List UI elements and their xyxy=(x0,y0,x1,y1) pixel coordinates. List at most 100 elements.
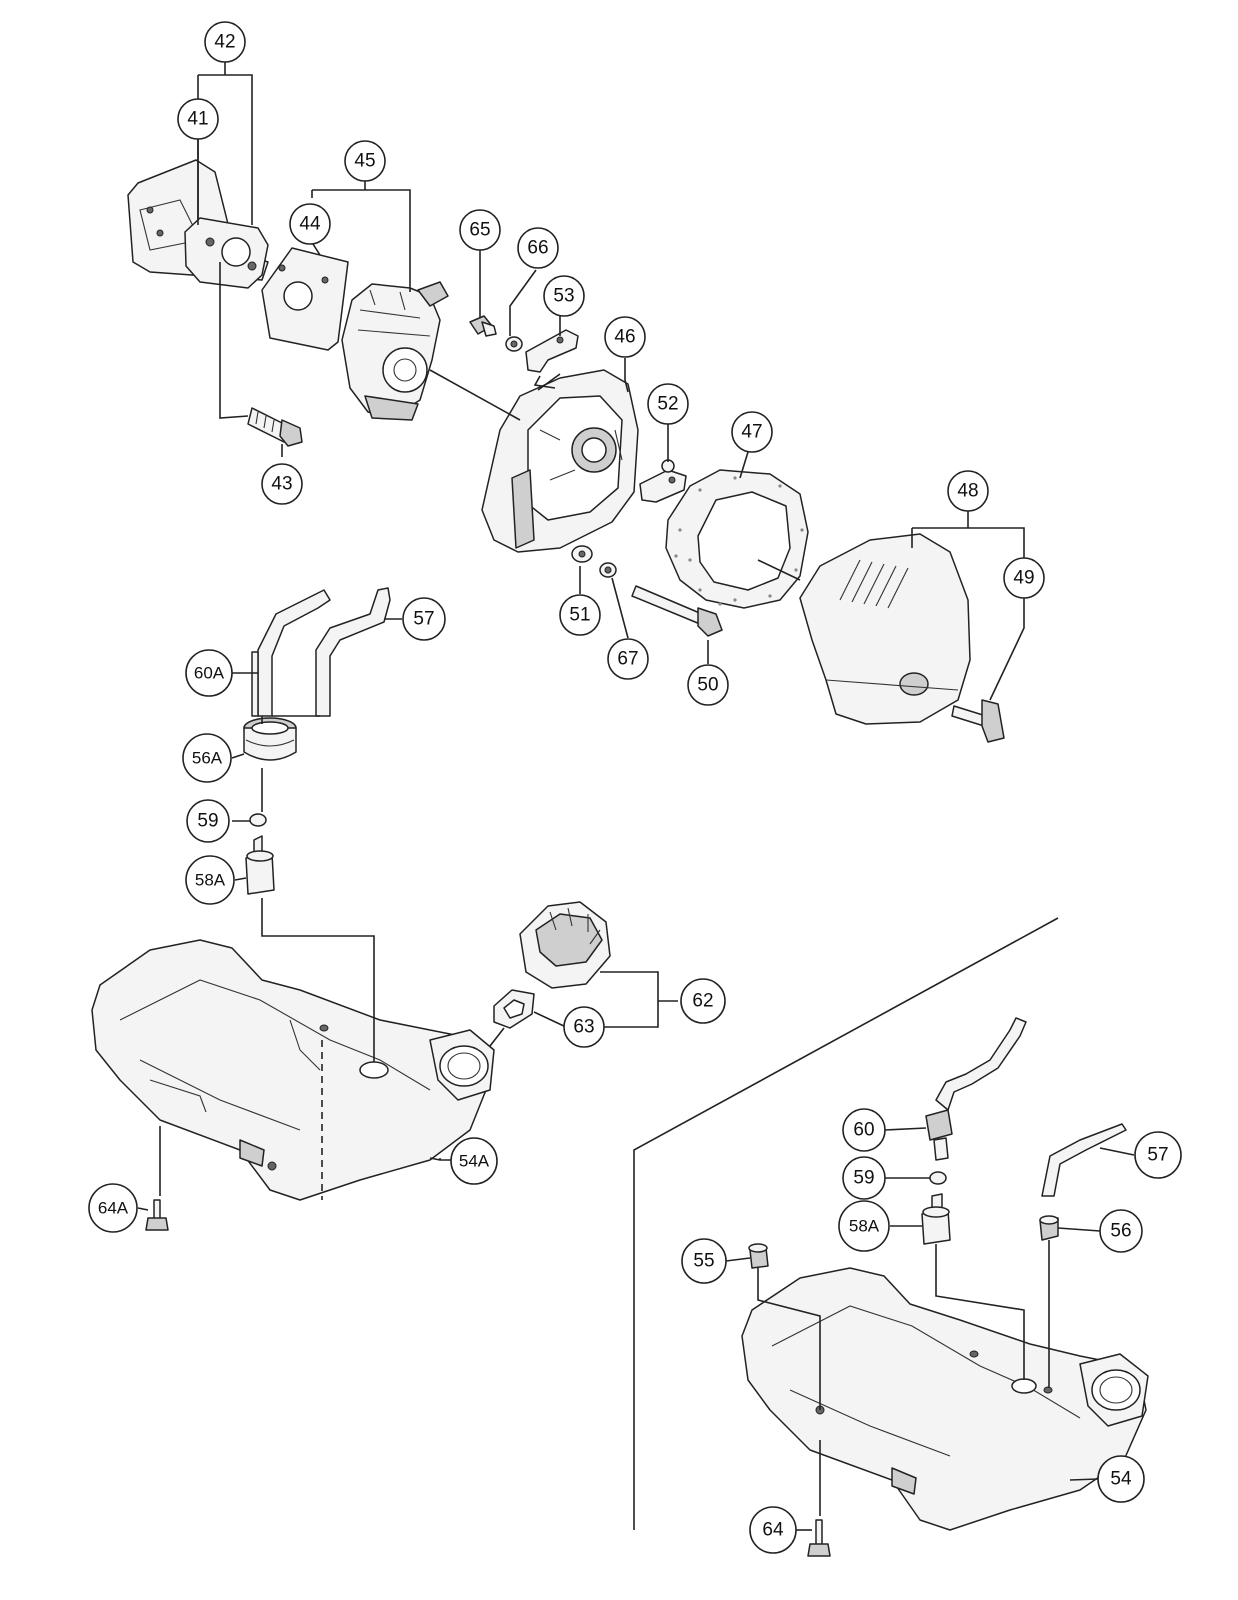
callout-60A: 60A xyxy=(185,649,233,697)
callout-56A: 56A xyxy=(182,733,232,783)
svg-text:44: 44 xyxy=(299,214,321,235)
svg-text:66: 66 xyxy=(527,238,548,259)
svg-text:56A: 56A xyxy=(192,749,223,768)
svg-text:60A: 60A xyxy=(194,664,225,683)
cover-knob-bolt-part xyxy=(951,699,1005,743)
callout-50: 50 xyxy=(687,664,729,706)
carburetor-part xyxy=(341,281,449,421)
svg-text:58A: 58A xyxy=(195,871,226,890)
callout-41: 41 xyxy=(177,98,219,140)
svg-text:59: 59 xyxy=(853,1168,874,1189)
callout-53: 53 xyxy=(543,275,585,317)
svg-text:59: 59 xyxy=(197,811,218,832)
svg-text:43: 43 xyxy=(271,474,292,495)
svg-text:47: 47 xyxy=(741,422,762,443)
fuel-hose-57-left-part xyxy=(315,587,391,717)
callout-42: 42 xyxy=(204,21,246,63)
tank-bolt-64-part xyxy=(807,1519,831,1557)
washer-66-part xyxy=(505,336,523,352)
callout-65: 65 xyxy=(459,209,501,251)
callout-54A: 54A xyxy=(450,1137,498,1185)
svg-text:67: 67 xyxy=(617,649,638,670)
svg-text:60: 60 xyxy=(853,1120,874,1141)
callout-58A-right: 58A xyxy=(838,1200,890,1252)
svg-text:54A: 54A xyxy=(459,1152,490,1171)
callout-48: 48 xyxy=(947,470,989,512)
svg-text:42: 42 xyxy=(214,32,235,53)
grommet-56-part xyxy=(1039,1215,1059,1241)
callout-64: 64 xyxy=(749,1506,797,1554)
leader-lines-top xyxy=(197,62,1025,701)
fuel-hose-57-right-part xyxy=(1041,1123,1127,1197)
svg-text:62: 62 xyxy=(692,991,713,1012)
svg-text:58A: 58A xyxy=(849,1217,880,1236)
svg-text:50: 50 xyxy=(697,675,718,696)
callout-57-right: 57 xyxy=(1134,1131,1182,1179)
nut-67-part xyxy=(599,562,617,578)
svg-text:51: 51 xyxy=(569,605,590,626)
svg-text:64A: 64A xyxy=(98,1199,129,1218)
callout-64A: 64A xyxy=(88,1183,138,1233)
leader-lines-right xyxy=(725,1127,1135,1531)
callout-46: 46 xyxy=(604,316,646,358)
washer-51-part xyxy=(571,545,593,563)
fuel-filter-58A-part xyxy=(245,835,275,895)
svg-text:48: 48 xyxy=(957,481,978,502)
svg-text:63: 63 xyxy=(573,1017,594,1038)
alternate-assembly-divider xyxy=(633,917,1059,1530)
svg-text:57: 57 xyxy=(413,609,434,630)
svg-text:49: 49 xyxy=(1013,568,1034,589)
intake-bolt-part xyxy=(247,407,303,447)
callout-49: 49 xyxy=(1003,557,1045,599)
callout-51: 51 xyxy=(559,594,601,636)
svg-text:52: 52 xyxy=(657,394,678,415)
air-cleaner-cover-part xyxy=(799,533,971,725)
callout-45: 45 xyxy=(344,140,386,182)
hose-clip-59A-part xyxy=(249,813,267,827)
callout-59-left: 59 xyxy=(186,799,230,843)
callout-66: 66 xyxy=(517,227,559,269)
callout-56: 56 xyxy=(1099,1209,1143,1253)
tank-bolt-64A-part xyxy=(145,1199,169,1231)
svg-text:65: 65 xyxy=(469,220,490,241)
grommet-56A-part xyxy=(243,717,297,761)
fuel-hose-60A-part xyxy=(251,589,331,717)
svg-text:57: 57 xyxy=(1147,1145,1168,1166)
callout-43: 43 xyxy=(261,463,303,505)
svg-text:56: 56 xyxy=(1110,1221,1131,1242)
bracket-53-part xyxy=(525,329,579,373)
callout-54: 54 xyxy=(1097,1455,1145,1503)
air-filter-element-part xyxy=(665,469,809,609)
callout-62: 62 xyxy=(680,978,726,1024)
svg-text:53: 53 xyxy=(553,286,574,307)
leader-lines-left xyxy=(137,618,678,1211)
hose-clip-59-part xyxy=(929,1171,947,1185)
fuel-cap-62-part xyxy=(519,901,611,989)
callout-67: 67 xyxy=(607,638,649,680)
svg-text:54: 54 xyxy=(1110,1469,1132,1490)
carburetor-gasket-part xyxy=(261,247,349,351)
callout-59-right: 59 xyxy=(842,1156,886,1200)
fuel-tank-54-part xyxy=(741,1267,1149,1531)
svg-text:55: 55 xyxy=(693,1251,714,1272)
fuel-hose-60-part xyxy=(925,1017,1027,1161)
callout-63: 63 xyxy=(563,1006,605,1048)
callout-60: 60 xyxy=(842,1108,886,1152)
cap-tether-63-part xyxy=(493,989,535,1029)
screw-65-part xyxy=(469,315,497,337)
svg-text:41: 41 xyxy=(187,109,208,130)
callout-47: 47 xyxy=(731,411,773,453)
breather-55-part xyxy=(748,1243,769,1269)
callout-52: 52 xyxy=(647,383,689,425)
fuel-filter-58A-right-part xyxy=(921,1193,951,1245)
cover-bolt-50-part xyxy=(631,585,723,637)
choke-lever-part xyxy=(639,459,687,503)
svg-text:45: 45 xyxy=(354,151,375,172)
callout-55: 55 xyxy=(681,1238,727,1284)
callout-57-left: 57 xyxy=(402,597,446,641)
callout-58A-left: 58A xyxy=(185,855,235,905)
intake-manifold-part xyxy=(184,217,269,289)
svg-text:46: 46 xyxy=(614,327,635,348)
fuel-tank-54A-part xyxy=(91,939,495,1201)
